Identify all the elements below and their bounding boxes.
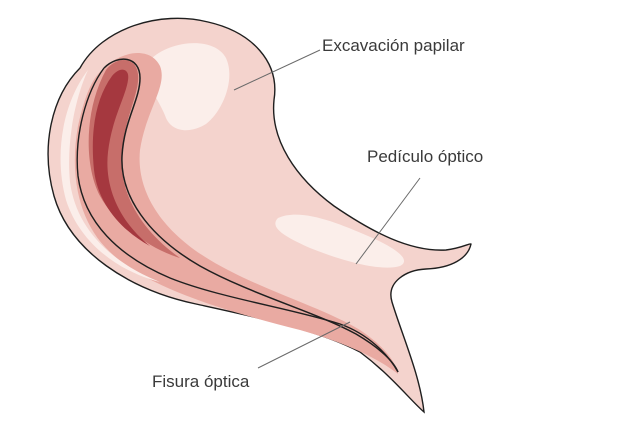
optic-cup-outer-body [47, 17, 472, 414]
leader-optic-stalk [355, 177, 421, 265]
retinal-deep-layer [92, 69, 150, 246]
label-optic-cup: Excavación papilar [322, 36, 465, 55]
cup-outer-rim [60, 70, 160, 282]
cup-highlight [147, 43, 230, 131]
optic-fissure-edge [103, 58, 399, 373]
label-optic-stalk: Pedículo óptico [367, 147, 484, 166]
outer-fold-edge [76, 67, 399, 373]
leader-optic-cup [233, 49, 321, 91]
label-optic-fissure: Fisura óptica [152, 372, 250, 391]
stalk-highlight [275, 214, 405, 268]
leader-optic-fissure [257, 321, 351, 369]
